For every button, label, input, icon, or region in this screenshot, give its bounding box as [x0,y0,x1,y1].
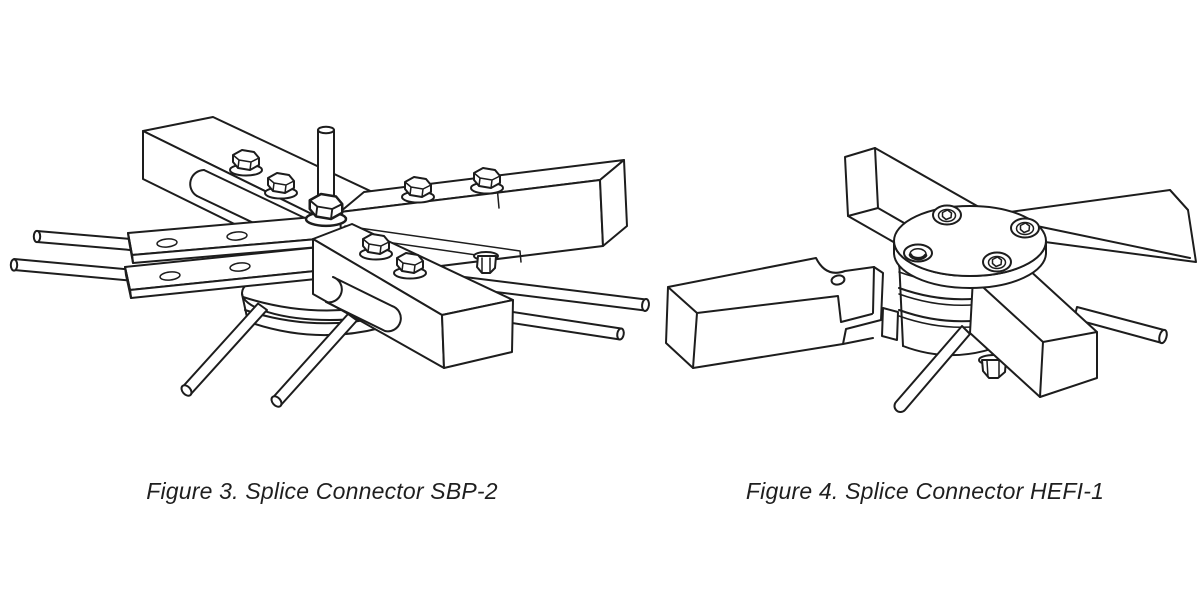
round-rod-left-lower [9,258,136,282]
figure-3-drawing [9,116,650,408]
under-bolt [473,251,499,274]
hex-bolt [470,167,504,195]
rod-lower-left [893,325,971,413]
socket-screw [982,251,1012,273]
technical-drawings-canvas [9,116,1197,413]
figure-4-drawing [665,147,1197,413]
socket-screw [1010,217,1040,239]
hex-bolt [401,176,435,204]
clamp-stub [881,307,899,341]
figure-4-caption: Figure 4. Splice Connector HEFI-1 [745,478,1105,504]
round-rod-right-lower [498,309,625,341]
figure-3-caption: Figure 3. Splice Connector SBP-2 [146,478,498,504]
beam-lower-right [312,223,514,369]
rod-tip-in-notch [830,274,846,286]
bar-detached-left [665,257,884,369]
round-rod-bottom-mid [270,313,358,408]
socket-screw [932,204,962,226]
round-rod-left-upper [32,229,143,252]
drawings-svg [9,116,1197,413]
round-rod-bottom-left [180,302,268,397]
counterbore-hole [903,243,933,263]
clamp-stud [317,125,335,204]
